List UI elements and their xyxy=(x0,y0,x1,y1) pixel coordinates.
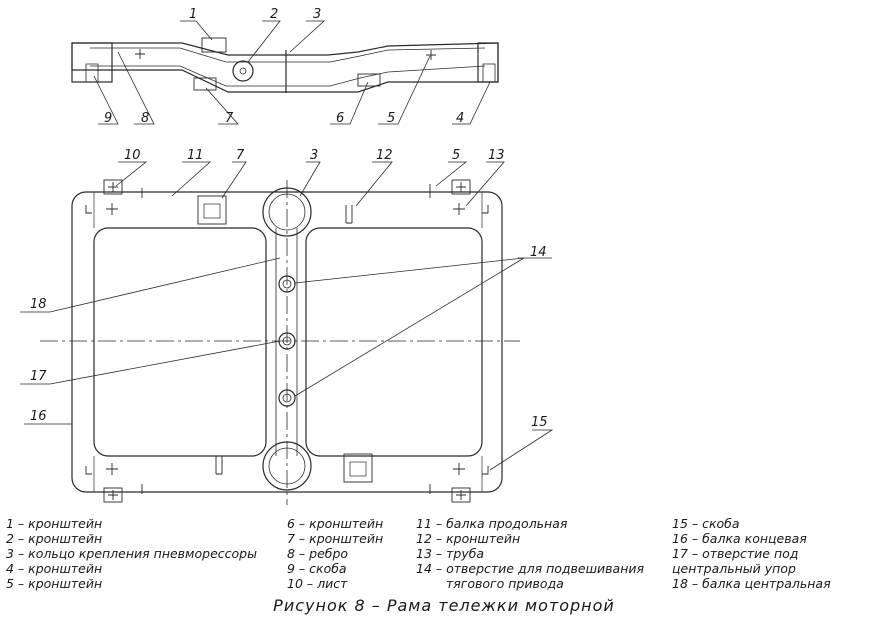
callout-5: 5 xyxy=(387,111,395,126)
callout-3: 3 xyxy=(313,7,321,22)
callout-4: 4 xyxy=(456,111,464,126)
legend-item: 5 – кронштейн xyxy=(6,576,103,591)
callout-14: 14 xyxy=(530,245,547,260)
side-callouts: 1 2 3 9 8 7 6 5 4 xyxy=(104,7,464,126)
legend-item: 2 – кронштейн xyxy=(6,531,103,546)
legend-item: 11 – балка продольная xyxy=(416,516,568,531)
callout-5b: 5 xyxy=(452,148,460,163)
legend-item: 16 – балка концевая xyxy=(672,531,807,546)
callout-9: 9 xyxy=(104,111,112,126)
legend-item: 13 – труба xyxy=(416,546,485,561)
legend-item: 17 – отверстие под xyxy=(672,546,799,561)
callout-12: 12 xyxy=(376,148,393,163)
callout-8: 8 xyxy=(141,111,149,126)
callout-3b: 3 xyxy=(310,148,318,163)
plan-view xyxy=(20,161,554,505)
callout-15: 15 xyxy=(531,415,548,430)
callout-11: 11 xyxy=(187,148,204,163)
callout-2: 2 xyxy=(270,7,278,22)
plan-callouts: 10 11 7 3 12 5 13 14 18 17 16 15 xyxy=(30,148,548,430)
legend-item: 14 – отверстие для подвешивания xyxy=(416,561,645,576)
callout-7: 7 xyxy=(225,111,234,126)
legend-item: 3 – кольцо крепления пневморессоры xyxy=(6,546,257,561)
legend-item: 6 – кронштейн xyxy=(287,516,384,531)
callout-16: 16 xyxy=(30,409,47,424)
legend-item: 10 – лист xyxy=(287,576,348,591)
legend-item: 7 – кронштейн xyxy=(287,531,384,546)
legend-item: 1 – кронштейн xyxy=(6,516,103,531)
callout-6: 6 xyxy=(336,111,344,126)
figure-caption: Рисунок 8 – Рама тележки моторной xyxy=(273,596,615,615)
legend-item: тягового привода xyxy=(446,576,564,591)
callout-18: 18 xyxy=(30,297,47,312)
legend-item: 9 – скоба xyxy=(287,561,347,576)
callout-7b: 7 xyxy=(236,148,245,163)
legend-item: центральный упор xyxy=(672,561,796,576)
callout-10: 10 xyxy=(124,148,141,163)
callout-13: 13 xyxy=(488,148,505,163)
legend-item: 4 – кронштейн xyxy=(6,561,103,576)
side-view xyxy=(71,20,499,125)
legend-item: 15 – скоба xyxy=(672,516,740,531)
callout-1: 1 xyxy=(189,7,197,22)
callout-17: 17 xyxy=(30,369,47,384)
legend-item: 12 – кронштейн xyxy=(416,531,521,546)
legend-item: 8 – ребро xyxy=(287,546,349,561)
legend-item: 18 – балка центральная xyxy=(672,576,831,591)
